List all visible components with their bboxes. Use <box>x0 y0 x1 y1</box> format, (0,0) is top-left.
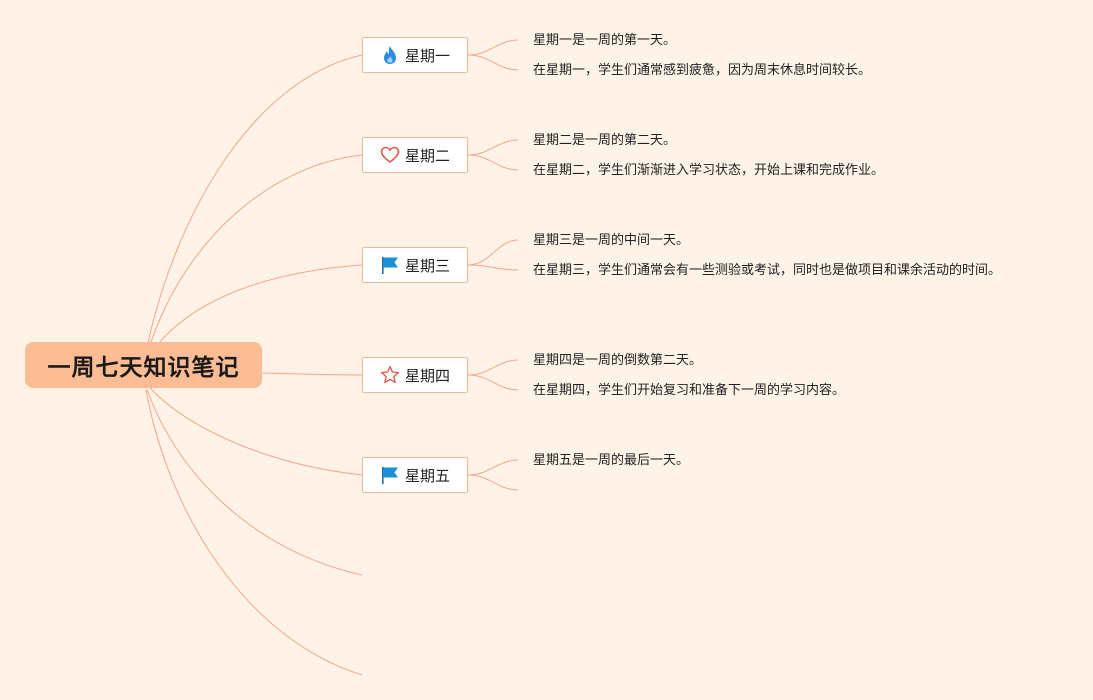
detail-thursday-2[interactable]: 在星期四，学生们开始复习和准备下一周的学习内容。 <box>533 383 846 398</box>
leaf-line-thu-1 <box>467 359 519 376</box>
topic-tuesday-label: 星期二 <box>404 146 450 165</box>
flag-icon <box>380 255 400 275</box>
branch-line-mon <box>147 54 363 344</box>
topic-wednesday-label: 星期三 <box>404 256 450 275</box>
detail-monday-2[interactable]: 在星期一，学生们通常感到疲惫，因为周末休息时间较长。 <box>533 63 872 78</box>
detail-thursday-1[interactable]: 星期四是一周的倒数第二天。 <box>533 353 703 368</box>
topic-wednesday[interactable]: 星期三 <box>362 247 468 283</box>
branch-line-wed <box>154 264 363 349</box>
star-icon <box>380 365 400 385</box>
branch-line-empty-2 <box>145 389 363 676</box>
leaf-line-wed-1 <box>467 239 519 266</box>
topic-monday-label: 星期一 <box>404 46 450 65</box>
root-topic-label: 一周七天知识笔记 <box>47 355 240 381</box>
detail-tuesday-2[interactable]: 在星期二，学生们渐渐进入学习状态，开始上课和完成作业。 <box>533 163 885 178</box>
leaf-line-tue-1 <box>467 139 519 156</box>
branch-line-tue <box>149 154 363 346</box>
detail-friday-1[interactable]: 星期五是一周的最后一天。 <box>533 453 690 468</box>
detail-monday-1[interactable]: 星期一是一周的第一天。 <box>533 33 677 48</box>
leaf-line-wed-2 <box>467 264 519 271</box>
topic-thursday-label: 星期四 <box>404 366 450 385</box>
leaf-line-thu-2 <box>467 374 519 391</box>
fire-icon <box>380 45 400 65</box>
topic-friday-label: 星期五 <box>404 466 450 485</box>
leaf-line-fri-2 <box>467 474 519 491</box>
leaf-line-mon-1 <box>467 39 519 56</box>
detail-wednesday-2[interactable]: 在星期三，学生们通常会有一些测验或考试，同时也是做项目和课余活动的时间。 <box>533 263 1002 278</box>
detail-wednesday-1[interactable]: 星期三是一周的中间一天。 <box>533 233 690 248</box>
topic-tuesday[interactable]: 星期二 <box>362 137 468 173</box>
topic-monday[interactable]: 星期一 <box>362 37 468 73</box>
branch-line-fri <box>149 387 363 476</box>
leaf-line-fri-1 <box>467 459 519 476</box>
detail-tuesday-1[interactable]: 星期二是一周的第二天。 <box>533 133 677 148</box>
topic-friday[interactable]: 星期五 <box>362 457 468 493</box>
flag-icon <box>380 465 400 485</box>
branch-line-thu <box>261 372 363 376</box>
heart-icon <box>380 145 400 165</box>
branch-line-empty-1 <box>146 388 363 576</box>
leaf-line-tue-2 <box>467 154 519 171</box>
root-topic[interactable]: 一周七天知识笔记 <box>25 342 262 388</box>
topic-thursday[interactable]: 星期四 <box>362 357 468 393</box>
leaf-line-mon-2 <box>467 54 519 71</box>
